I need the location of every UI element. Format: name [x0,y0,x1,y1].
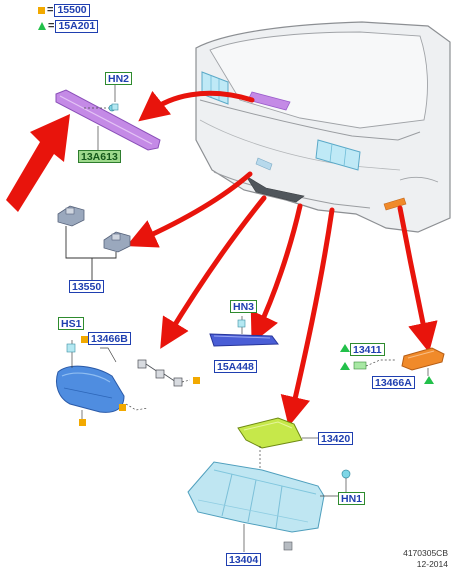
vehicle-rear [195,21,451,233]
square-icon [193,377,200,384]
part-13466a-side-marker [353,347,445,376]
big-pointer-arrow-icon [6,114,70,212]
vehicle-license-lamp [255,157,273,171]
label-13411: 13411 [350,343,385,356]
label-hs1: HS1 [58,317,85,330]
legend-code-15500: 15500 [54,3,90,17]
triangle-icon [340,362,350,370]
square-icon [119,404,126,411]
label-13a613: 13A613 [78,150,121,163]
part-13420-gasket [237,417,318,449]
vehicle-right-tail-lamp [315,139,361,171]
square-icon [38,6,45,14]
label-15a448: 15A448 [214,360,257,373]
part-13550-license-lamps [57,205,131,282]
part-15a448-reflector [209,316,279,347]
label-13404: 13404 [226,553,262,566]
vehicle-side-marker [383,197,407,211]
arrow-to-13a613-icon [138,90,255,122]
bulb-socket-icon [137,359,191,387]
triangle-icon [424,376,434,384]
square-icon [81,336,88,343]
legend-code-15a201: 15A201 [55,19,99,33]
part-13404-right-tail-lamp-housing [187,446,351,552]
arrow-to-13466a-icon [397,205,438,353]
label-hn1: HN1 [338,492,366,505]
triangle-icon [38,22,46,30]
arrow-to-15a448-icon [250,203,303,344]
legend-row-15a201: = 15A201 [38,19,99,33]
label-13466b: 13466B [88,332,131,345]
part-13466b-left-tail-lamp [56,340,191,420]
arrow-to-13420-icon [280,207,335,427]
label-13420: 13420 [318,432,354,445]
label-13550: 13550 [69,280,105,293]
drawing-date: 12-2014 [416,559,448,569]
label-hn3: HN3 [230,300,258,313]
arrow-to-13550-icon [126,171,253,248]
part-13a613-high-mount-stop-lamp [55,84,161,151]
bulb-socket-icon [353,361,367,370]
triangle-icon [340,344,350,352]
arrow-to-13466b-icon [160,195,267,349]
leader-arrows [126,90,438,427]
label-13466a: 13466A [372,376,415,389]
label-hn2: HN2 [105,72,133,85]
drawing-id: 4170305CB [403,548,448,558]
square-icon [79,419,86,426]
legend-row-15500: = 15500 [38,3,90,17]
